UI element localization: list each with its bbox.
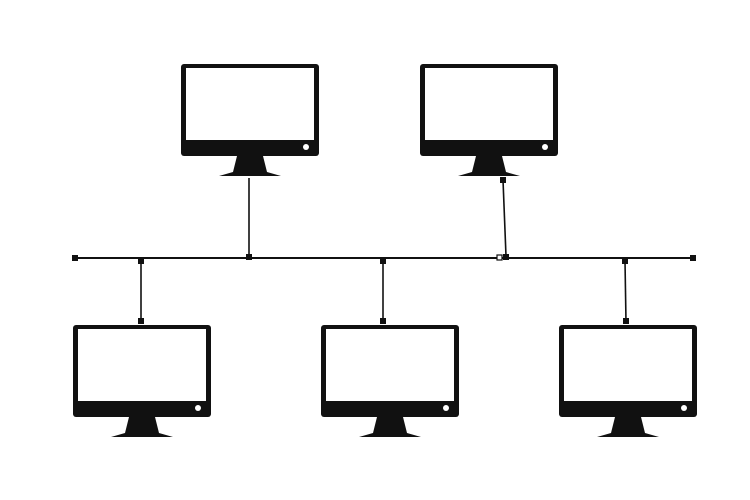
drop-cable-bottom-center xyxy=(380,258,386,324)
monitor-icon xyxy=(559,325,697,437)
drop-cable-bottom-left xyxy=(138,258,144,324)
drop-cable-top-left xyxy=(246,178,252,260)
drop-cable-top-right xyxy=(496,177,509,261)
monitor-icon xyxy=(73,325,211,437)
monitor-icon xyxy=(321,325,459,437)
drop-cable-bottom-right xyxy=(622,258,629,324)
bus-terminator-left xyxy=(72,255,78,261)
monitor-icon xyxy=(420,64,558,176)
bus-terminator-right xyxy=(690,255,696,261)
monitor-icon xyxy=(181,64,319,176)
